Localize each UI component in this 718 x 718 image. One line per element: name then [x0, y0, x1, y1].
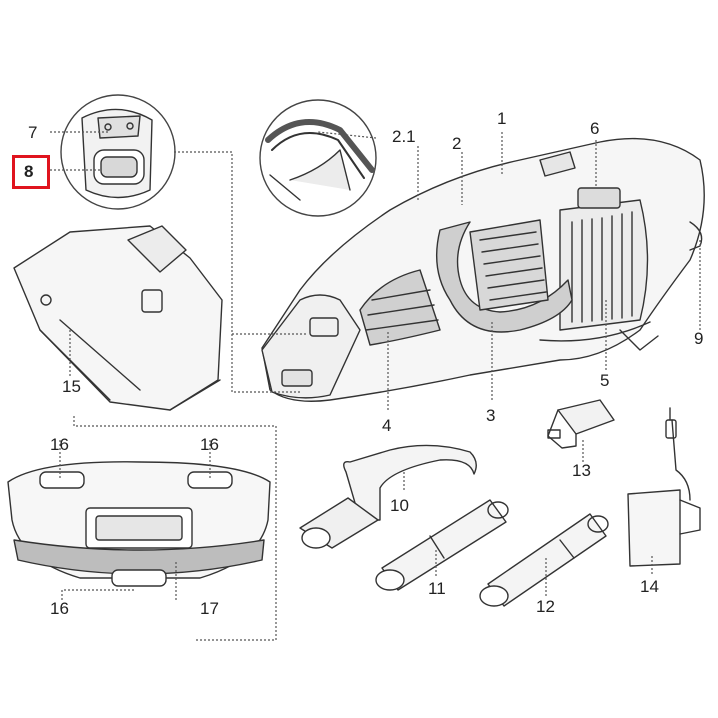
label-part-16-right: 16: [200, 435, 219, 454]
label-part-7: 7: [28, 123, 38, 142]
floor-nozzle: [13, 225, 223, 411]
extension-tube-11: [375, 499, 509, 591]
extension-tube-12: [479, 513, 609, 607]
label-part-2-1: 2.1: [392, 127, 416, 146]
label-part-11: 11: [428, 579, 446, 598]
label-part-12: 12: [536, 597, 555, 616]
label-part-8: 8: [24, 162, 34, 181]
label-part-9: 9: [694, 329, 704, 348]
label-part-4: 4: [382, 416, 392, 435]
label-part-17: 17: [200, 599, 219, 618]
label-part-6: 6: [590, 119, 600, 138]
crevice-tool: [299, 444, 477, 549]
highlight-box: [12, 155, 50, 189]
detail-circle-filter-holder: [60, 94, 176, 210]
label-part-2: 2: [452, 134, 462, 153]
charger: [627, 407, 701, 567]
label-part-15: 15: [62, 377, 81, 396]
connector-13: [547, 399, 615, 449]
label-part-1: 1: [497, 109, 507, 128]
floor-brush-base: [7, 461, 271, 587]
vacuum-body: [261, 137, 705, 402]
label-part-5: 5: [600, 371, 610, 390]
label-part-16-bottom: 16: [50, 599, 69, 618]
label-part-10: 10: [390, 496, 409, 515]
label-part-3: 3: [486, 406, 496, 425]
detail-circle-seal: [259, 99, 377, 217]
label-part-16-left: 16: [50, 435, 69, 454]
label-part-13: 13: [572, 461, 591, 480]
label-part-14: 14: [640, 577, 659, 596]
